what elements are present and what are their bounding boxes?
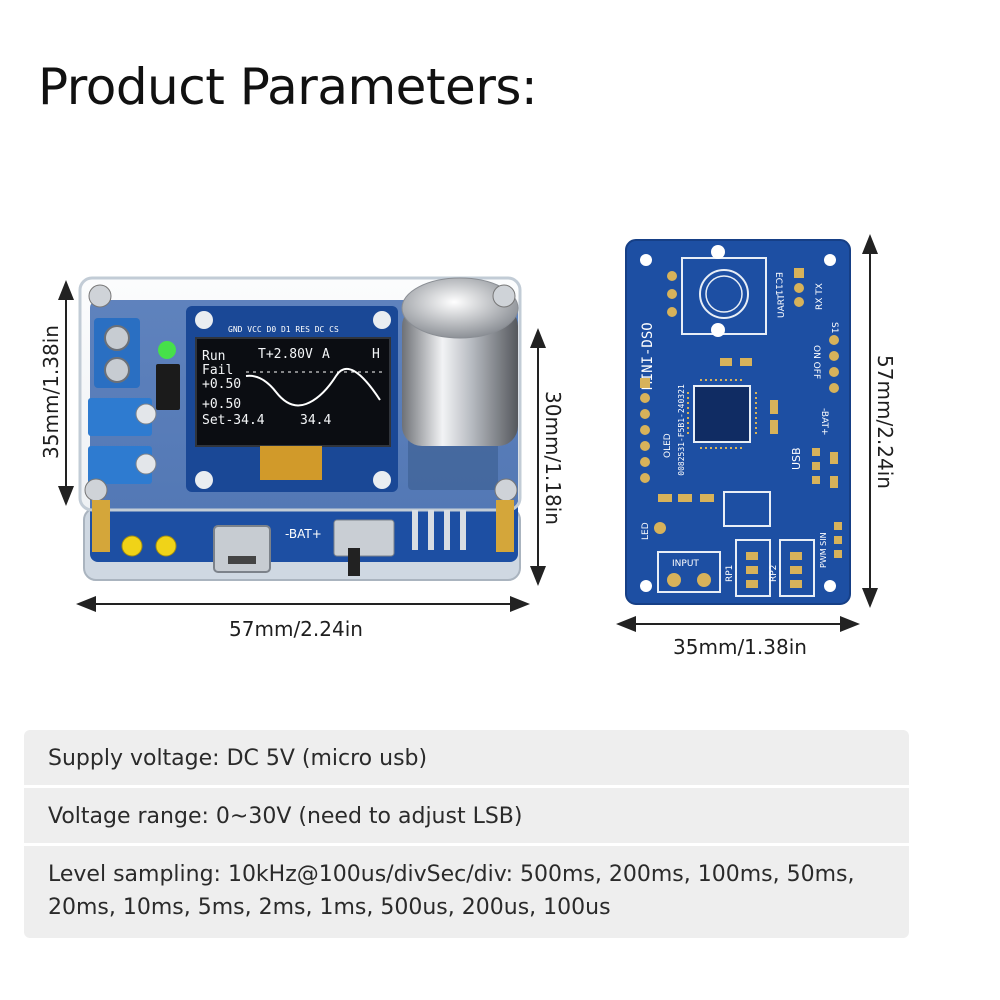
pcb-pwmsin-label: PWM SIN (819, 532, 828, 568)
pwm-pads (834, 522, 842, 558)
power-led-icon (158, 341, 176, 359)
probe-pin-icon (155, 535, 177, 557)
terminal-screw-icon (104, 325, 130, 351)
uart-pads (794, 268, 804, 307)
spec-level-sampling: Level sampling: 10kHz@100us/divSec/div: … (48, 862, 855, 920)
pcb-rp2-label: RP2 (769, 565, 779, 582)
rp2-footprint (779, 539, 815, 597)
switch-lever (348, 548, 360, 576)
header-pin-labels: GND VCC D0 D1 RES DC CS (228, 325, 339, 334)
power-switch (333, 519, 395, 557)
usb-pads (812, 448, 838, 488)
pot-screw-icon (135, 403, 157, 425)
pot-screw-icon (135, 453, 157, 475)
oled-line-h: H (372, 347, 380, 362)
smd-components (658, 358, 778, 502)
potentiometer (88, 398, 152, 436)
oled-line-fail: Fail (202, 363, 233, 378)
oled-pads (640, 378, 650, 483)
standoff-screws (84, 284, 518, 552)
pcb-bat-label: -BAT+ (819, 408, 829, 436)
usb-slot (228, 556, 256, 564)
oled-line-trigger: T+2.80V (258, 347, 313, 362)
spec-voltage-range: Voltage range: 0~30V (need to adjust LSB… (24, 788, 909, 846)
product-figure: GND VCC D0 D1 RES DC CS Run T+2.80V A H … (39, 234, 897, 659)
pcb-width-label: 35mm/1.38in (673, 635, 807, 659)
assembled-module: GND VCC D0 D1 RES DC CS Run T+2.80V A H … (78, 276, 522, 581)
pcb-onoff-label: ON OFF (811, 345, 821, 379)
inductor (723, 491, 771, 527)
module-depth-label: 30mm/1.18in (541, 391, 565, 525)
module-width-label: 57mm/2.24in (229, 617, 363, 641)
pcb-rxtx-label: RX TX (815, 283, 825, 310)
knob-body (402, 306, 518, 446)
pcb-uart-label: UART (777, 294, 787, 318)
oled-mount-holes (195, 311, 391, 489)
mcu-chip (693, 385, 751, 443)
pcb-name-label: MINI-DSO (640, 322, 656, 389)
pcb-oled-label: OLED (663, 433, 673, 458)
pcb-ec11-label: EC11 (773, 272, 783, 295)
pcb-version-label: 0082531-F5B1-240321 (677, 384, 686, 476)
encoder-circle-icon (699, 269, 749, 319)
probe-pin-icon (121, 535, 143, 557)
oled-waveform (245, 367, 381, 407)
pcb-input-label: INPUT (672, 559, 699, 569)
oled-line-set-value: 34.4 (300, 413, 331, 428)
mcu-pins (687, 379, 757, 449)
page-title: Product Parameters: (38, 58, 538, 116)
pcb-rp1-label: RP1 (725, 565, 735, 582)
oled-line-run: Run (202, 349, 225, 364)
led-pad (654, 522, 666, 534)
pcb-usb-label: USB (790, 447, 803, 470)
encoder-pads (667, 271, 677, 317)
spec-panel: Supply voltage: DC 5V (micro usb) Voltag… (24, 730, 909, 938)
input-terminal-footprint (657, 551, 721, 593)
potentiometer (88, 446, 152, 484)
module-bat-label: -BAT+ (285, 527, 322, 541)
pcb-led-label: LED (641, 522, 651, 540)
oled-line-mode: A (322, 347, 330, 362)
spec-supply-voltage: Supply voltage: DC 5V (micro usb) (24, 730, 909, 788)
oled-screen (195, 337, 391, 447)
oled-line-set: Set-34.4 (202, 413, 265, 428)
oled-line-offset-2: +0.50 (202, 397, 241, 412)
uart-header-pins (412, 510, 466, 550)
terminal-screw-icon (104, 357, 130, 383)
micro-usb-port (213, 525, 271, 573)
rp1-footprint (735, 539, 771, 597)
oled-line-offset-1: +0.50 (202, 377, 241, 392)
knob-top (401, 277, 519, 339)
module-height-label: 35mm/1.38in (39, 325, 63, 459)
pcb-height-label: 57mm/2.24in (873, 355, 897, 489)
pcb-mount-holes (640, 254, 836, 592)
bare-pcb: EC11 UART RX TX ON OFF S1 MINI-DSO 00825… (625, 239, 851, 605)
pcb-s1-label: S1 (829, 322, 839, 333)
encoder-footprint (681, 257, 767, 335)
oled-flex-cable (260, 446, 322, 480)
diode (156, 364, 180, 410)
switch-pads (829, 335, 839, 393)
